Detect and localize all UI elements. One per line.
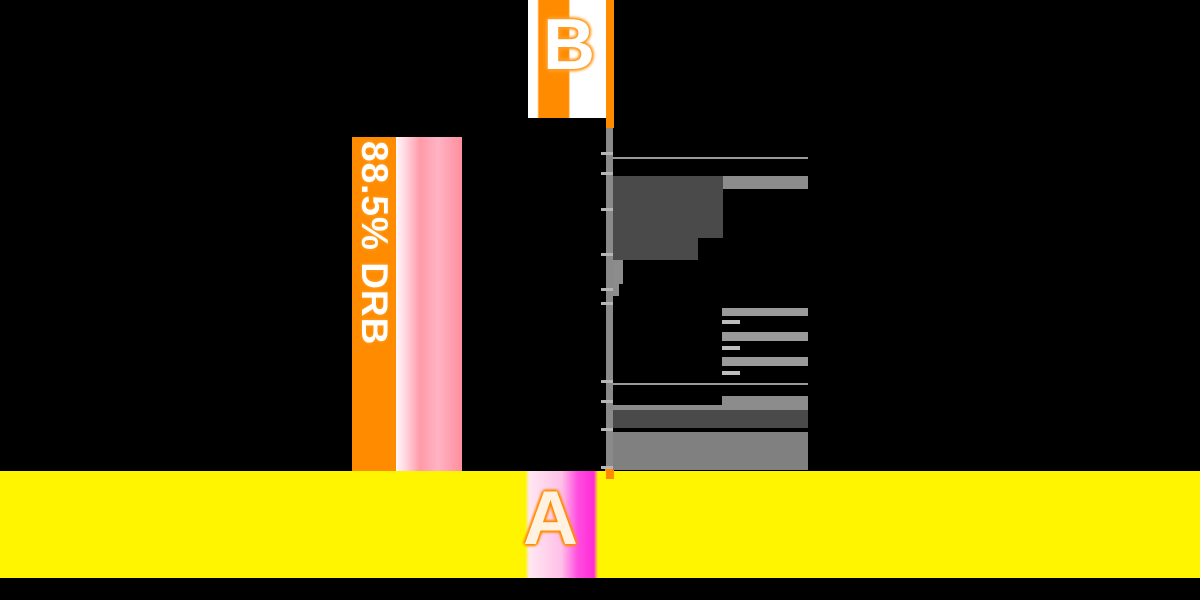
axis-tick <box>601 466 613 469</box>
chart-bar <box>722 371 740 375</box>
chart-bar <box>722 332 808 341</box>
chart-bar <box>613 284 619 296</box>
axis-tick <box>601 428 613 431</box>
axis-tick <box>601 172 613 175</box>
chart-bar <box>722 346 740 350</box>
axis-tick <box>601 302 613 305</box>
axis-tick <box>601 208 613 211</box>
rotated-axis-label-panel: 88.5% DRB <box>352 137 462 471</box>
axis-label-ink-block <box>352 137 396 471</box>
marker-plate-b: B <box>528 0 606 118</box>
marker-letter-a: A <box>523 475 578 561</box>
chart-bar <box>613 176 723 238</box>
chart-bar <box>613 260 623 284</box>
marker-letter-b: B <box>543 5 595 85</box>
chart-bar <box>722 320 740 324</box>
chart-bar <box>613 410 808 428</box>
axis-tick <box>601 288 613 291</box>
axis-label-text: 88.5% DRB <box>354 141 395 346</box>
axis-tick <box>601 380 613 383</box>
axis-tick <box>601 152 613 155</box>
axis-tick <box>601 400 613 403</box>
chart-bar <box>722 308 808 316</box>
chart-bar <box>722 357 808 366</box>
axis-top-orange-segment <box>606 0 614 128</box>
axis-tick <box>601 253 613 256</box>
axis-bottom-cap <box>605 467 614 479</box>
value-axis-line <box>606 128 613 471</box>
chart-bar <box>613 157 808 159</box>
bar-chart <box>600 0 860 600</box>
chart-bar <box>613 432 808 470</box>
chart-bar <box>613 383 808 385</box>
chart-bar <box>613 238 698 260</box>
marker-plate-a: A <box>505 471 606 578</box>
